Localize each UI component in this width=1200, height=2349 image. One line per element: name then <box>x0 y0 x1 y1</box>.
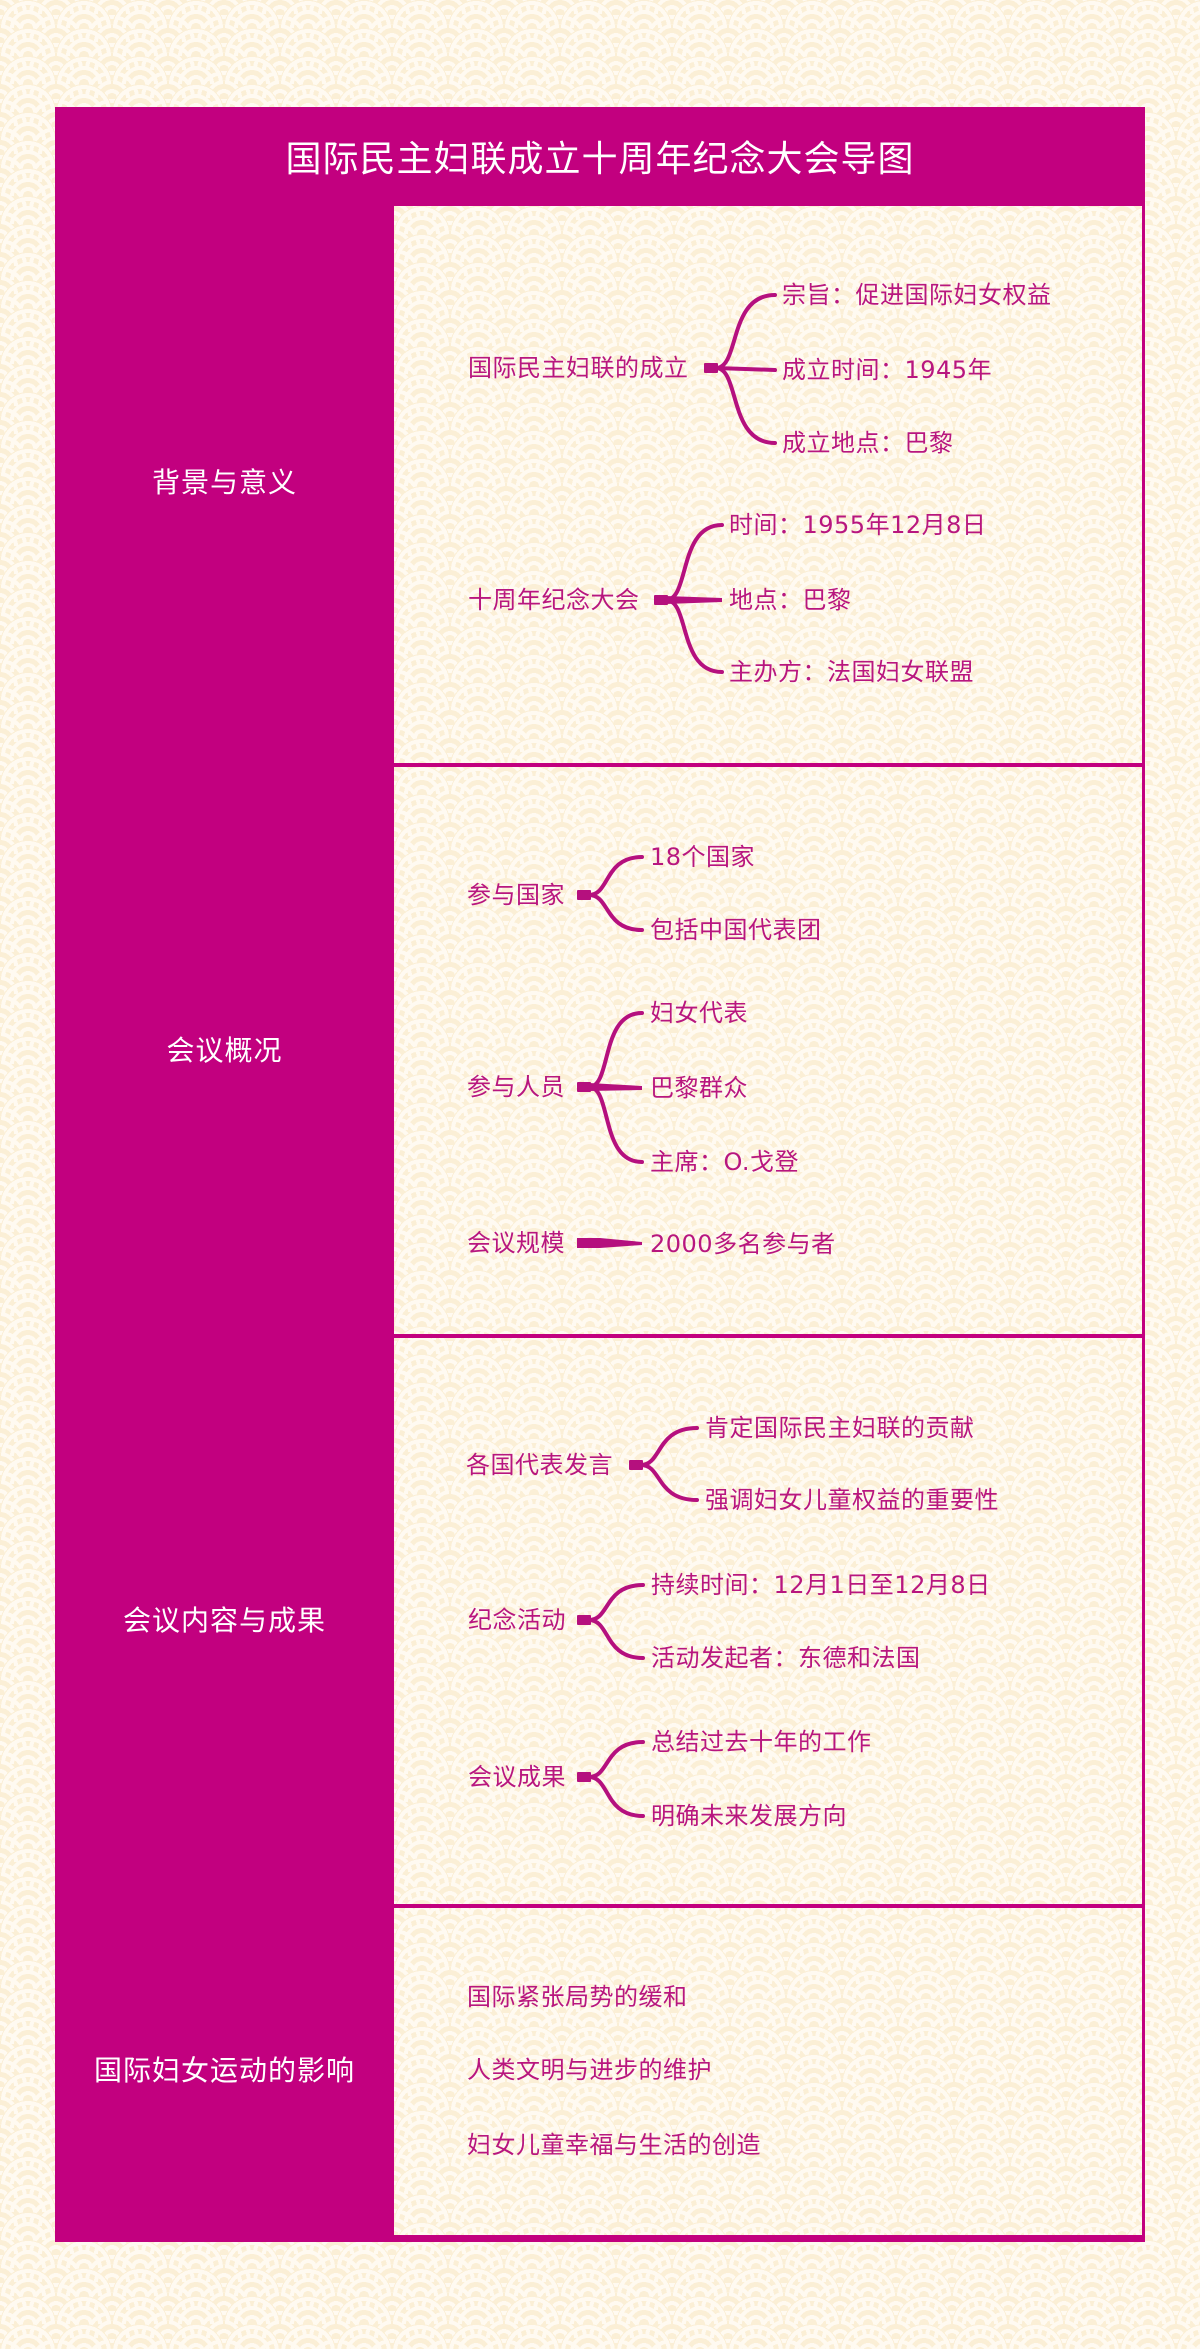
category-background-significance: 背景与意义 <box>151 466 297 499</box>
subtopic-chairperson[interactable]: 主席：O.戈登 <box>650 1148 800 1176</box>
topic-meeting-scale[interactable]: 会议规模 <box>467 1229 565 1257</box>
subtopic-country-count[interactable]: 18个国家 <box>650 843 756 871</box>
topic-participating-countries[interactable]: 参与国家 <box>467 881 565 909</box>
subtopic-summarize-work[interactable]: 总结过去十年的工作 <box>651 1728 872 1756</box>
subtopic-meeting-date[interactable]: 时间：1955年12月8日 <box>729 511 987 539</box>
subtopic-women-delegates[interactable]: 妇女代表 <box>650 999 748 1027</box>
category-influence: 国际妇女运动的影响 <box>93 2054 355 2087</box>
influence-item[interactable]: 妇女儿童幸福与生活的创造 <box>467 2131 761 2159</box>
topic-delegate-speeches[interactable]: 各国代表发言 <box>466 1451 613 1479</box>
influence-item[interactable]: 人类文明与进步的维护 <box>467 2056 712 2084</box>
page-title: 国际民主妇联成立十周年纪念大会导图 <box>285 139 915 180</box>
subtopic-attendee-count[interactable]: 2000多名参与者 <box>650 1230 836 1258</box>
topic-anniversary-meeting[interactable]: 十周年纪念大会 <box>468 586 640 614</box>
subtopic-organizer[interactable]: 主办方：法国妇女联盟 <box>729 658 974 686</box>
content-panel <box>394 206 1142 2235</box>
category-content-results: 会议内容与成果 <box>122 1604 326 1637</box>
topic-meeting-results[interactable]: 会议成果 <box>468 1763 566 1791</box>
section-divider <box>394 1904 1142 1908</box>
subtopic-founding-date[interactable]: 成立时间：1945年 <box>782 356 993 384</box>
subtopic-future-direction[interactable]: 明确未来发展方向 <box>651 1802 847 1830</box>
subtopic-emphasize-rights[interactable]: 强调妇女儿童权益的重要性 <box>705 1486 999 1514</box>
subtopic-activity-initiators[interactable]: 活动发起者：东德和法国 <box>651 1644 921 1672</box>
topic-commemorative-activities[interactable]: 纪念活动 <box>468 1606 566 1634</box>
section-divider <box>394 1334 1142 1338</box>
subtopic-meeting-place[interactable]: 地点：巴黎 <box>729 586 852 614</box>
subtopic-founding-place[interactable]: 成立地点：巴黎 <box>782 429 954 457</box>
subtopic-china-delegation[interactable]: 包括中国代表团 <box>650 916 822 944</box>
subtopic-paris-public[interactable]: 巴黎群众 <box>650 1074 748 1102</box>
subtopic-activity-duration[interactable]: 持续时间：12月1日至12月8日 <box>651 1571 991 1599</box>
subtopic-affirm-contribution[interactable]: 肯定国际民主妇联的贡献 <box>705 1414 975 1442</box>
topic-founding[interactable]: 国际民主妇联的成立 <box>468 354 689 382</box>
topic-participants[interactable]: 参与人员 <box>467 1073 565 1101</box>
influence-item[interactable]: 国际紧张局势的缓和 <box>467 1983 688 2011</box>
category-meeting-overview: 会议概况 <box>166 1034 283 1067</box>
subtopic-purpose[interactable]: 宗旨：促进国际妇女权益 <box>782 281 1052 309</box>
section-divider <box>394 763 1142 767</box>
